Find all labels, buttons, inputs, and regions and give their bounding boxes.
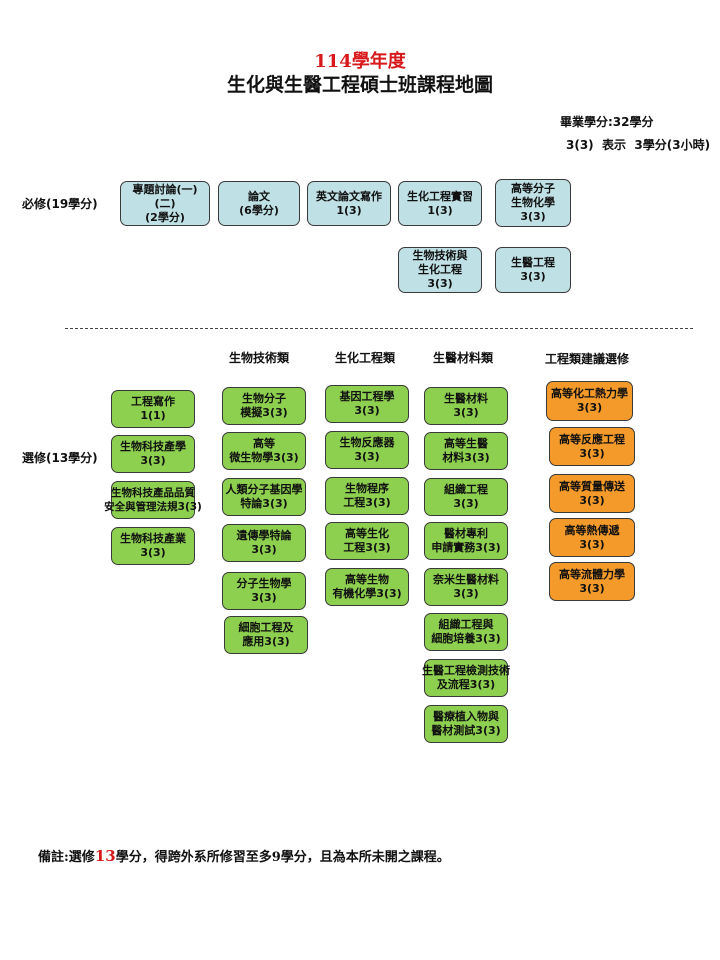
course-biochem-lab: 生化工程實習 1(3)	[398, 181, 482, 226]
course-advanced-biomaterials: 高等生醫 材料3(3)	[424, 432, 508, 470]
course-advanced-microbiology: 高等 微生物學3(3)	[222, 432, 306, 470]
course-advanced-bioorganic-chem: 高等生物 有機化學3(3)	[325, 568, 409, 606]
section-divider	[65, 328, 693, 329]
course-seminar: 專題討論(一)(二) (2學分)	[120, 181, 210, 226]
course-english-writing: 英文論文寫作 1(3)	[307, 181, 391, 226]
course-advanced-reaction-eng: 高等反應工程 3(3)	[549, 427, 635, 466]
course-advanced-biochem-eng: 高等生化 工程3(3)	[325, 522, 409, 560]
course-biotech-industry: 生物科技產業 3(3)	[111, 527, 195, 565]
course-biomaterials: 生醫材料 3(3)	[424, 387, 508, 425]
course-cell-engineering: 細胞工程及 應用3(3)	[224, 616, 308, 654]
column-header-biotech: 生物技術類	[228, 351, 289, 365]
course-genetics-special-topics: 遺傳學特論 3(3)	[222, 524, 306, 562]
course-human-molecular-genetics: 人類分子基因學 特論3(3)	[222, 478, 306, 516]
course-advanced-mass-transfer: 高等質量傳送 3(3)	[549, 474, 635, 513]
course-biotech-quality-regulation: 生物科技產品品質 安全與管理法規3(3)	[104, 481, 202, 519]
course-biotech-biochem-eng: 生物技術與 生化工程 3(3)	[398, 247, 482, 293]
footnote-highlight: 13	[94, 847, 116, 865]
column-header-biomaterials: 生醫材料類	[432, 351, 493, 365]
course-advanced-chem-thermo: 高等化工熱力學 3(3)	[546, 381, 633, 421]
footnote-suffix: 學分，得跨外系所修習至多9學分，且為本所未開之課程。	[115, 850, 450, 865]
course-advanced-molecular-biochem: 高等分子 生物化學 3(3)	[495, 179, 571, 227]
course-bioprocess-engineering: 生物程序 工程3(3)	[325, 477, 409, 515]
required-label: 必修(19學分)	[22, 197, 98, 211]
course-tissue-engineering: 組織工程 3(3)	[424, 478, 508, 516]
course-biomedical-testing: 生醫工程檢測技術 及流程3(3)	[422, 659, 510, 697]
course-genetic-engineering: 基因工程學 3(3)	[325, 385, 409, 423]
year-title: 114學年度	[314, 51, 406, 72]
column-header-engineering: 工程類建議選修	[544, 352, 629, 366]
page-title: 生化與生醫工程碩士班課程地圖	[226, 74, 493, 96]
course-bioreactor: 生物反應器 3(3)	[325, 431, 409, 469]
course-advanced-fluid-mechanics: 高等流體力學 3(3)	[549, 562, 635, 601]
credit-legend: 3(3) 表示 3學分(3小時)	[566, 138, 711, 152]
course-biomolecular-simulation: 生物分子 模擬3(3)	[222, 387, 306, 425]
course-biotech-industry-academia: 生物科技產學 3(3)	[111, 435, 195, 473]
course-medical-device-patent: 醫材專利 申請實務3(3)	[424, 522, 508, 560]
course-molecular-biology: 分子生物學 3(3)	[222, 572, 306, 610]
course-engineering-writing: 工程寫作 1(1)	[111, 390, 195, 428]
column-header-biochem-eng: 生化工程類	[334, 351, 395, 365]
graduation-credits: 畢業學分:32學分	[560, 115, 654, 129]
course-medical-implant-testing: 醫療植入物與 醫材測試3(3)	[424, 705, 508, 743]
elective-label: 選修(13學分)	[22, 451, 98, 465]
footnote-prefix: 備註:選修	[38, 850, 95, 865]
course-biomedical-eng: 生醫工程 3(3)	[495, 247, 571, 293]
course-thesis: 論文 (6學分)	[218, 181, 300, 226]
course-advanced-heat-transfer: 高等熱傳遞 3(3)	[549, 518, 635, 557]
course-tissue-eng-cell-culture: 組織工程與 細胞培養3(3)	[424, 613, 508, 651]
course-nano-biomaterials: 奈米生醫材料 3(3)	[424, 568, 508, 606]
footnote: 備註:選修13學分，得跨外系所修習至多9學分，且為本所未開之課程。	[38, 846, 450, 865]
